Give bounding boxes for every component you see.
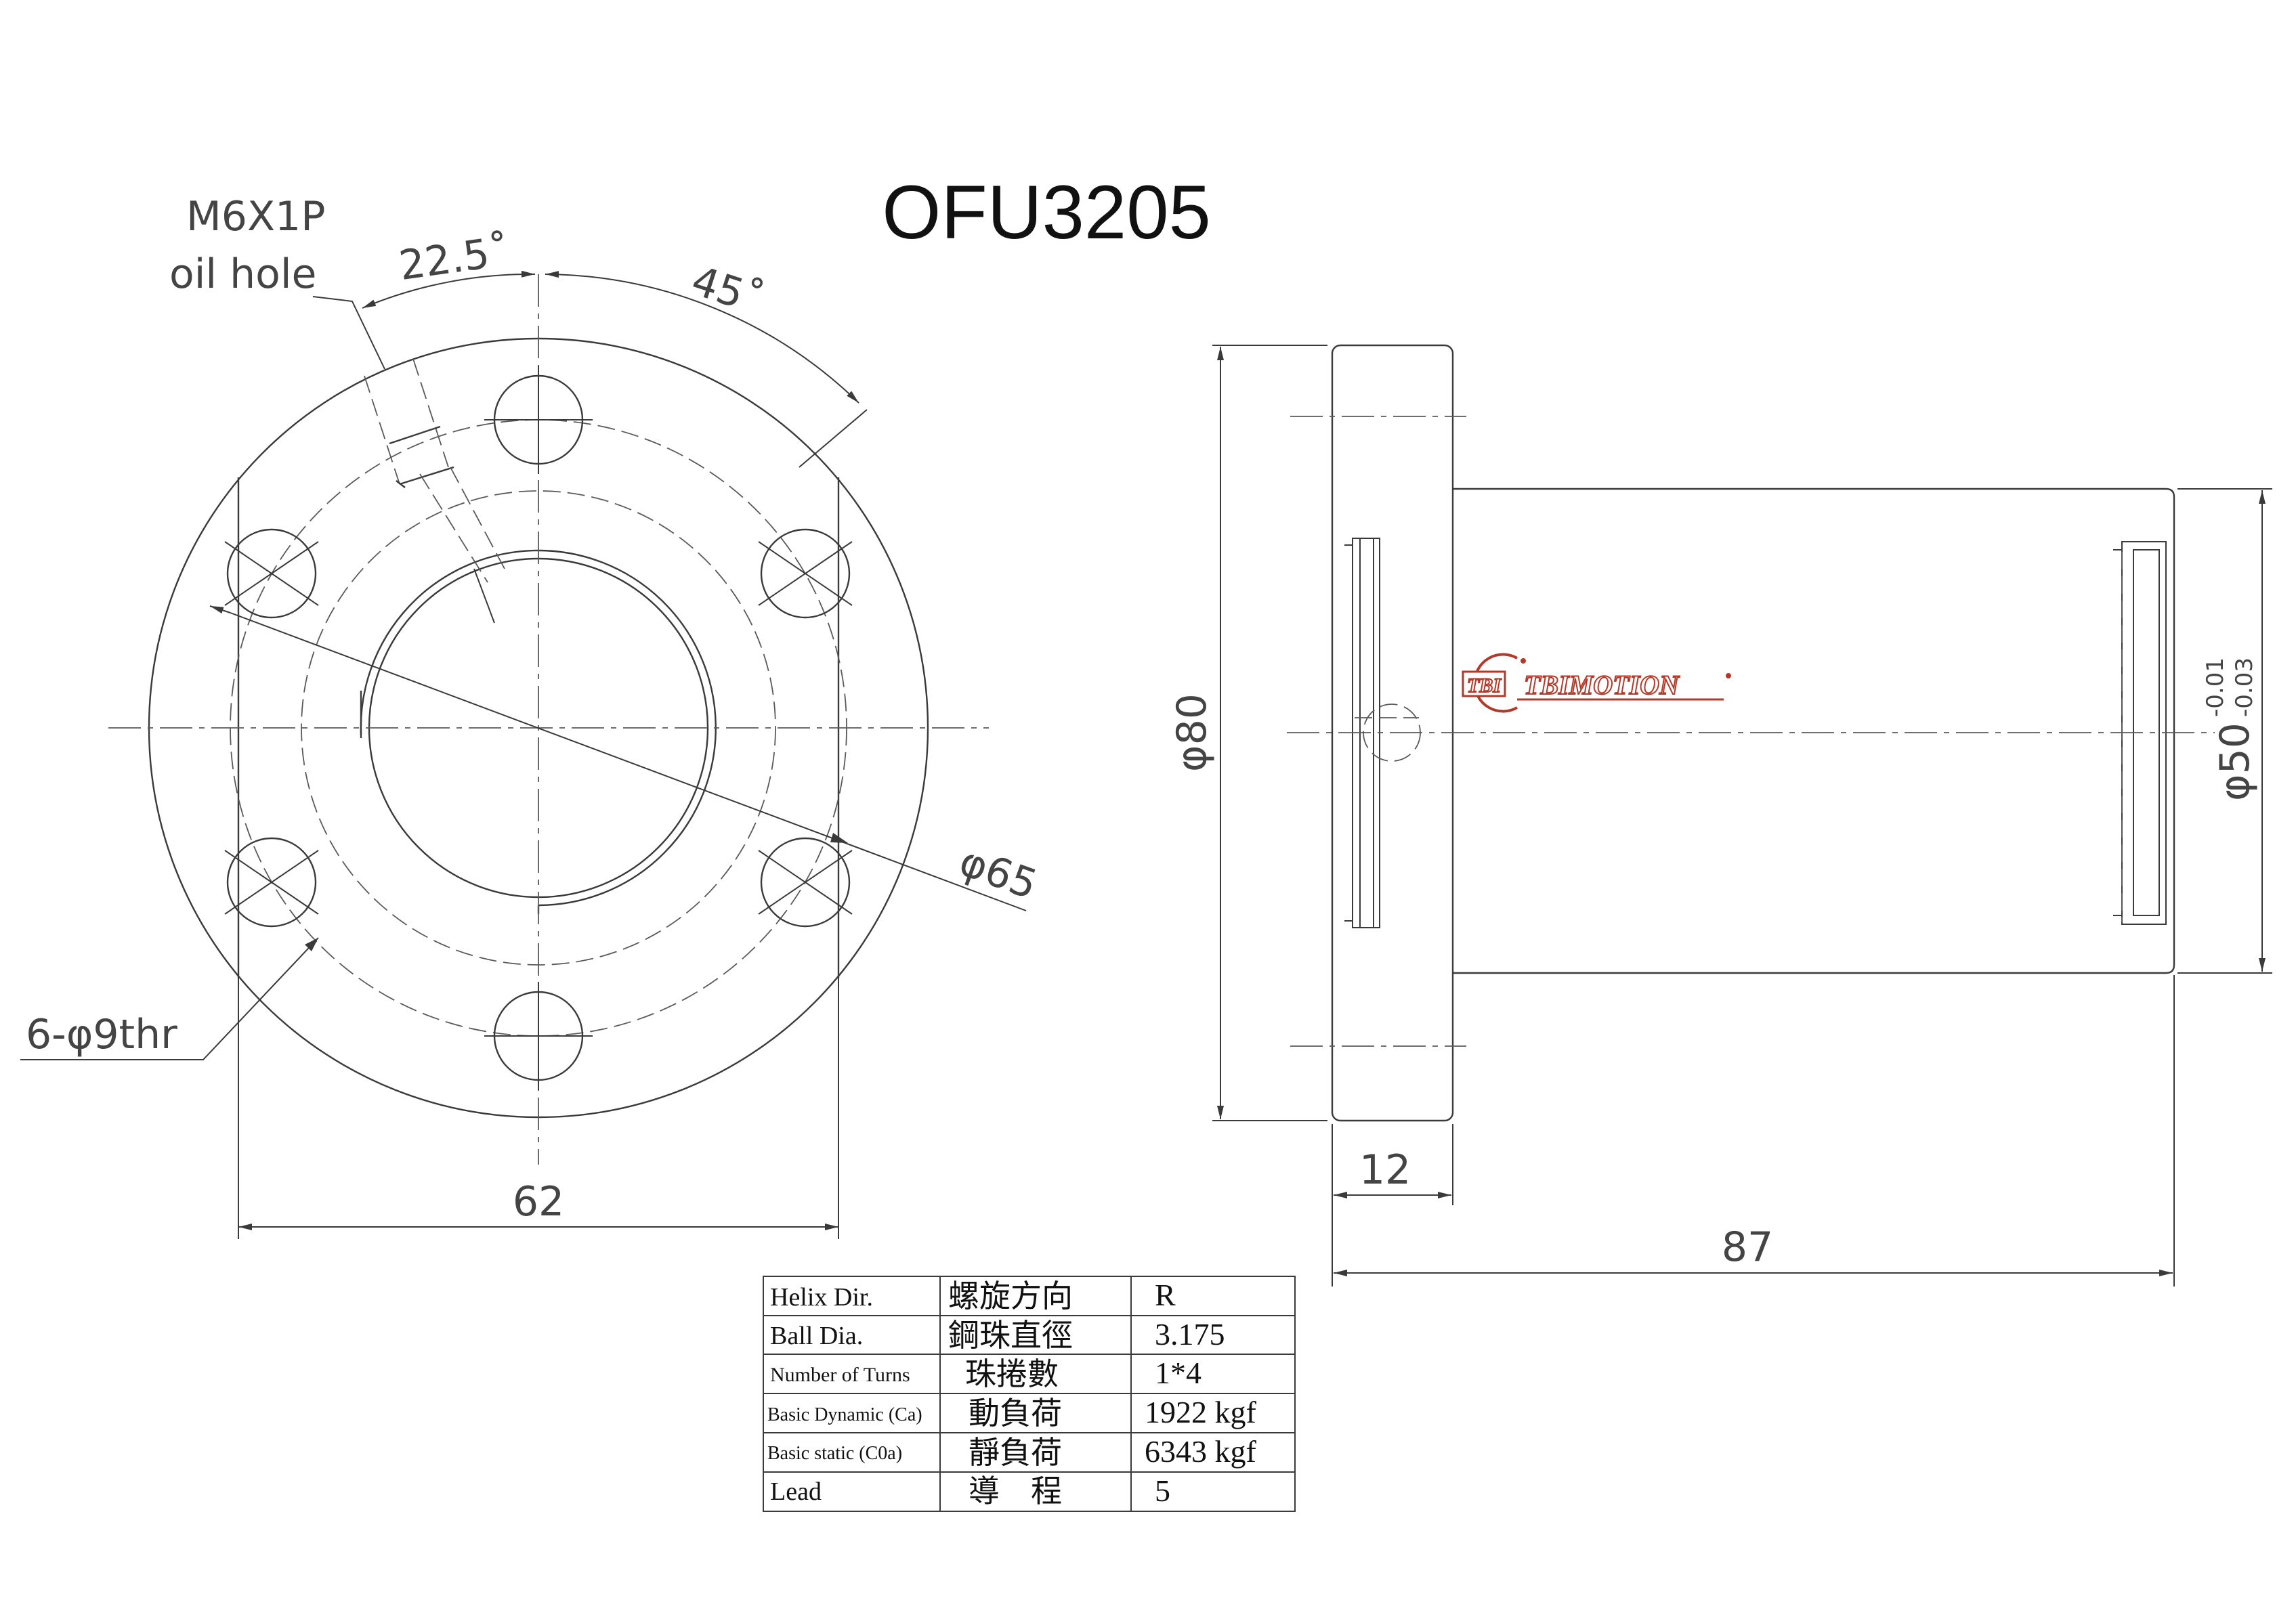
body-tol-upper: -0.01 [2202,657,2229,717]
flange-dia-label: φ80 [1168,693,1216,772]
flange-thickness-label: 12 [1359,1146,1411,1194]
oil-hole-label: oil hole [169,251,316,298]
spec-row-en: Ball Dia. [770,1322,863,1350]
spec-row-zh: 螺旋方向 [948,1279,1073,1314]
body-tol-lower: -0.03 [2231,657,2258,717]
spec-row-zh: 鋼珠直徑 [948,1318,1073,1353]
spec-row-value: 5 [1155,1473,1170,1508]
spec-table: Helix Dir. 螺旋方向 R Ball Dia. 鋼珠直徑 3.175 N… [763,1276,1296,1512]
logo-brand: TBIMOTION [1524,670,1680,700]
side-view: φ80 φ50 -0.01 -0.03 12 87 TBI TBIMOTION [1168,344,2272,1287]
spec-row-en: Lead [770,1477,822,1506]
logo-badge: TBI [1467,674,1502,697]
spec-row-value: 1922 kgf [1145,1395,1257,1429]
total-length-label: 87 [1722,1224,1773,1271]
spec-row-value: 3.175 [1155,1317,1225,1352]
pcd-dimension-line [230,612,1027,911]
spec-row-en: Number of Turns [770,1364,910,1386]
spec-row-value: 6343 kgf [1145,1434,1257,1469]
oil-hole [364,358,505,624]
spec-row-en: Helix Dir. [770,1283,873,1312]
tbi-logo: TBI TBIMOTION [1462,653,1731,713]
angle-arc-45 [545,271,859,404]
spec-row-value: 1*4 [1155,1356,1202,1390]
spec-row-en: Basic Dynamic (Ca) [767,1404,922,1425]
spec-row-zh: 導 程 [969,1474,1062,1509]
front-view: M6X1P oil hole 22.5˚ 45˚ φ65 6-φ9thr 62 [20,193,1043,1239]
oil-hole-thread-label: M6X1P [186,193,325,240]
spec-row-zh: 珠捲數 [965,1357,1059,1391]
angle-22-5-label: 22.5˚ [396,228,513,290]
bolt-hole-label: 6-φ9thr [26,1011,177,1058]
thread-arc [360,549,717,907]
spec-row-value: R [1155,1278,1176,1312]
angle-45-label: 45˚ [686,257,769,324]
bolt-holes [224,366,853,1090]
angle-arc-22-5 [362,270,536,309]
width-62-label: 62 [513,1178,564,1226]
bolt-hole-leader [20,937,319,1060]
side-body [1453,488,2175,974]
spec-row-zh: 動負荷 [969,1396,1062,1431]
body-dia-label: φ50 [2211,722,2259,801]
oil-hole-leader [312,296,385,370]
pcd-label: φ65 [953,838,1043,909]
spec-row-en: Basic static (C0a) [767,1443,902,1464]
drawing-title: OFU3205 [882,170,1211,255]
spec-row-zh: 靜負荷 [969,1435,1062,1470]
